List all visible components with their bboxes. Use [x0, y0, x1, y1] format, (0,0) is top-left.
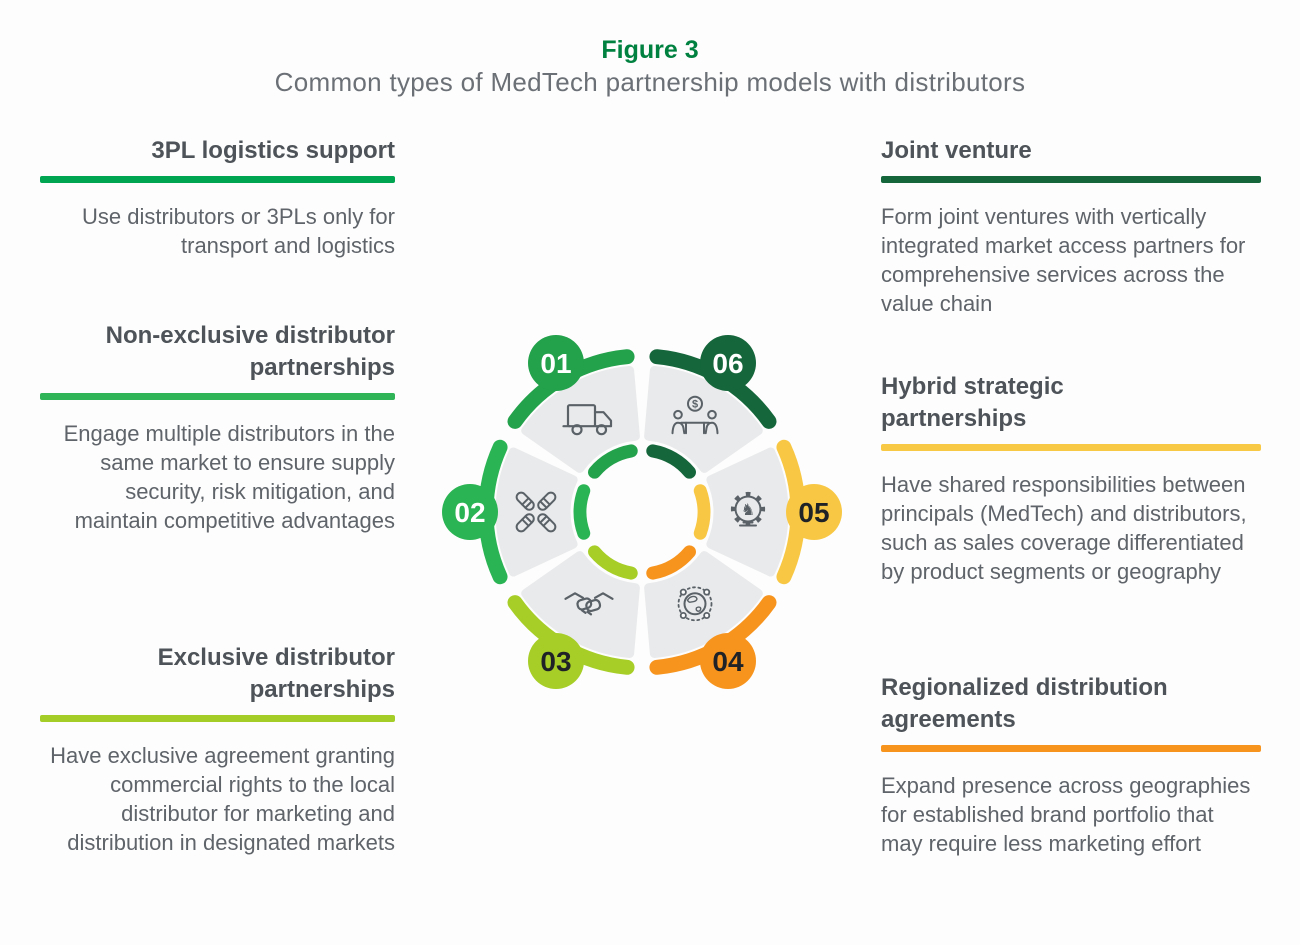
block-body: Expand presence across geographies for e…	[881, 773, 1251, 856]
segment-inner-arc	[588, 545, 638, 580]
segment-number-badge	[528, 335, 584, 392]
block-heading: Non-exclusive distributor partnerships	[105, 322, 395, 381]
segment-wedge	[644, 366, 763, 473]
segment-number: 02	[454, 497, 485, 528]
heading-underline	[881, 176, 1261, 183]
block-heading: 3PL logistics support	[151, 137, 395, 164]
segment-inner-arc	[693, 484, 711, 540]
segment-inner-arc	[588, 444, 638, 479]
block-heading: Regionalized distribution agreements	[881, 674, 1168, 733]
segment-number: 01	[540, 348, 571, 379]
segment-number: 05	[798, 497, 829, 528]
wheel-segment-04: 04	[644, 545, 777, 689]
heading-underline	[40, 715, 395, 722]
block-body: Engage multiple distributors in the same…	[63, 421, 395, 533]
segment-wedge	[495, 447, 578, 577]
figure-label: Figure 3	[601, 36, 699, 64]
block-body: Have exclusive agreement granting commer…	[50, 743, 395, 855]
segment-number-badge	[786, 484, 842, 540]
block-heading: Exclusive distributor partnerships	[157, 644, 395, 703]
segment-inner-arc	[646, 545, 696, 580]
wheel-segment-02: 02	[442, 439, 591, 585]
segment-number: 04	[712, 646, 744, 677]
segment-number: 06	[712, 348, 743, 379]
wheel-segment-05: 05	[693, 439, 842, 585]
segment-wedge	[644, 551, 763, 658]
segment-inner-arc	[646, 444, 696, 479]
segment-number-badge	[442, 484, 498, 540]
heading-underline	[881, 745, 1261, 752]
heading-underline	[40, 393, 395, 400]
segment-number-badge	[700, 632, 756, 689]
block-hybrid-strategic: Hybrid strategic partnerships Have share…	[881, 371, 1261, 586]
block-body: Have shared responsibilities between pri…	[881, 472, 1247, 584]
block-heading: Joint venture	[881, 137, 1032, 164]
block-3pl-logistics: 3PL logistics support Use distributors o…	[40, 135, 395, 260]
wheel-segment-06: 06	[644, 335, 777, 479]
block-exclusive: Exclusive distributor partnerships Have …	[40, 642, 395, 857]
heading-underline	[40, 176, 395, 183]
block-body: Form joint ventures with vertically inte…	[881, 204, 1246, 316]
segment-wedge	[521, 366, 640, 473]
heading-underline	[881, 444, 1261, 451]
segment-inner-arc	[573, 484, 591, 540]
wheel-segment-03: 03	[507, 545, 640, 689]
segment-number-badge	[528, 632, 584, 689]
block-body: Use distributors or 3PLs only for transp…	[81, 204, 395, 258]
block-joint-venture: Joint venture Form joint ventures with v…	[881, 135, 1261, 318]
segment-wedge	[521, 551, 640, 658]
figure-title: Common types of MedTech partnership mode…	[274, 67, 1026, 97]
block-non-exclusive: Non-exclusive distributor partnerships E…	[40, 320, 395, 535]
block-heading: Hybrid strategic partnerships	[881, 373, 1064, 432]
segment-number: 03	[540, 646, 571, 677]
segment-number-badge	[700, 335, 756, 392]
wheel-segment-01: 01	[507, 335, 640, 479]
block-regionalized: Regionalized distribution agreements Exp…	[881, 672, 1261, 858]
